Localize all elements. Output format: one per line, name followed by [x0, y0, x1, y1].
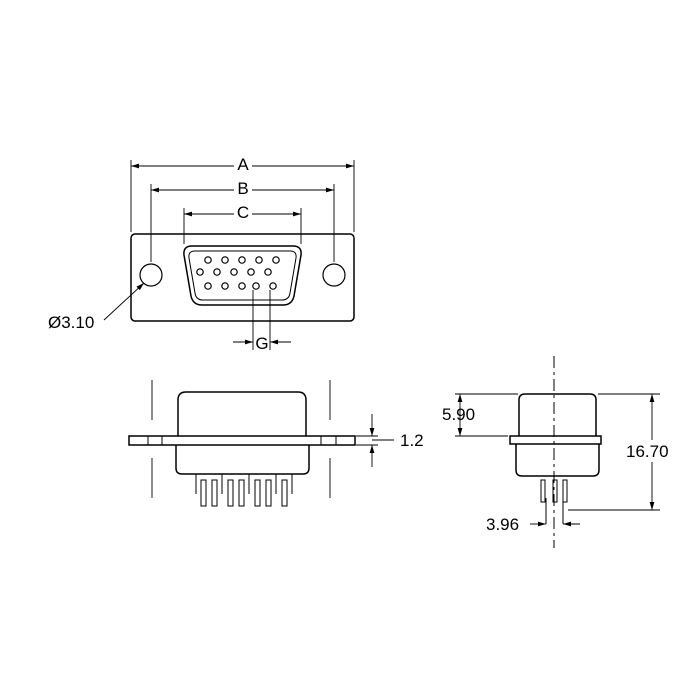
front-flange — [130, 233, 355, 322]
mounting-hole-right — [322, 263, 346, 287]
end-flange — [509, 435, 602, 445]
pin-offset-label: 3.96 — [486, 515, 519, 534]
shell-height-label: 5.90 — [442, 405, 475, 424]
dim-b-label: B — [237, 179, 248, 198]
overall-height-label: 16.70 — [626, 442, 669, 461]
side-flange — [128, 435, 356, 446]
side-body-bottom — [175, 445, 310, 475]
pin-row-1 — [204, 256, 280, 264]
thickness-label: 1.2 — [400, 431, 424, 450]
end-body-bottom — [515, 444, 600, 477]
end-body-top — [518, 393, 597, 436]
front-view: A B C G Ø3.10 — [48, 154, 355, 353]
hole-diameter-label: Ø3.10 — [48, 313, 94, 332]
pin-row-3 — [204, 282, 277, 290]
mounting-hole-left — [139, 263, 163, 287]
side-view: 1.2 — [128, 380, 424, 507]
end-view: 5.90 16.70 3.96 — [442, 356, 678, 548]
pin-row-2 — [196, 268, 272, 276]
d-shell-inner — [188, 250, 297, 301]
dim-a-label: A — [237, 155, 249, 174]
d-shell-outer — [183, 245, 302, 306]
end-pins — [540, 479, 568, 524]
dim-c-label: C — [237, 203, 249, 222]
side-pins — [195, 474, 293, 507]
dim-g-label: G — [255, 334, 268, 353]
side-body-top — [177, 391, 307, 436]
hole-diameter-leader — [103, 282, 145, 321]
